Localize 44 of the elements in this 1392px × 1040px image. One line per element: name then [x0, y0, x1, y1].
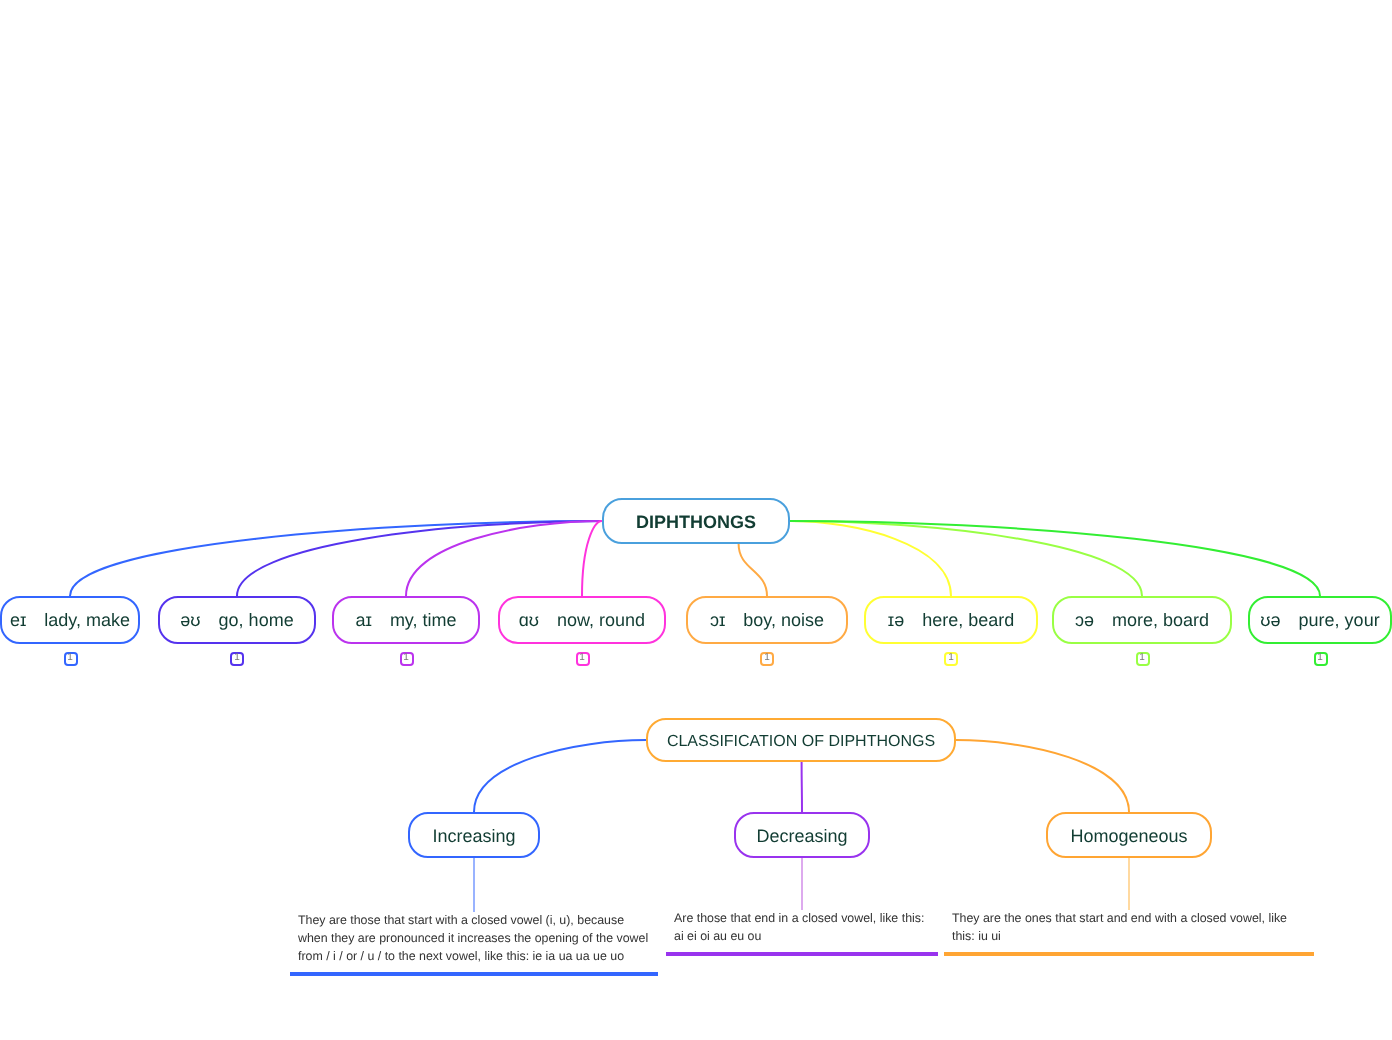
connector-line — [800, 761, 803, 813]
node-label: CLASSIFICATION OF DIPHTHONGS — [666, 731, 936, 749]
node-label: pure, your — [1298, 610, 1380, 630]
phonetic-symbol: eɪ — [9, 610, 27, 630]
phonetic-symbol: ʊə — [1260, 610, 1281, 630]
phonetic-symbol: ɪə — [887, 610, 905, 630]
subtopic-box — [1248, 596, 1392, 644]
topic-box — [602, 498, 790, 544]
subtopic-box — [498, 596, 666, 644]
node-label: Homogeneous — [1070, 825, 1188, 845]
node-label: Increasing — [432, 825, 516, 845]
subtopic-box — [332, 596, 480, 644]
node-label: go, home — [218, 610, 294, 630]
node-label: more, board — [1111, 610, 1210, 630]
category-box — [408, 812, 540, 858]
phonetic-symbol: aɪ — [355, 610, 372, 630]
subtopic-box — [158, 596, 316, 644]
node-label: Decreasing — [756, 825, 848, 845]
node-label: my, time — [389, 610, 457, 630]
connector-line — [789, 520, 1321, 597]
node-label: here, beard — [922, 610, 1015, 630]
phonetic-symbol: ɑʊ — [518, 610, 540, 630]
subtopic-box — [0, 596, 140, 644]
connector-line — [801, 857, 803, 911]
node-label: lady, make — [44, 610, 131, 630]
node-label: now, round — [557, 610, 646, 630]
connector-line — [1128, 857, 1130, 911]
category-box — [1046, 812, 1212, 858]
topic-box — [646, 718, 956, 762]
connector-line — [581, 520, 603, 597]
subtopic-box — [1052, 596, 1232, 644]
phonetic-symbol: ɔə — [1074, 610, 1094, 630]
subtopic-box — [686, 596, 848, 644]
phonetic-symbol: əʊ — [180, 610, 201, 630]
phonetic-symbol: ɔɪ — [709, 610, 726, 630]
connector-line — [737, 543, 768, 597]
node-label: DIPHTHONGS — [635, 511, 756, 531]
category-box — [734, 812, 870, 858]
connector-line — [473, 857, 475, 913]
node-label: boy, noise — [743, 610, 825, 630]
connector-line — [473, 739, 647, 813]
connector-line — [405, 520, 603, 597]
subtopic-box — [864, 596, 1038, 644]
connector-line — [955, 739, 1130, 813]
